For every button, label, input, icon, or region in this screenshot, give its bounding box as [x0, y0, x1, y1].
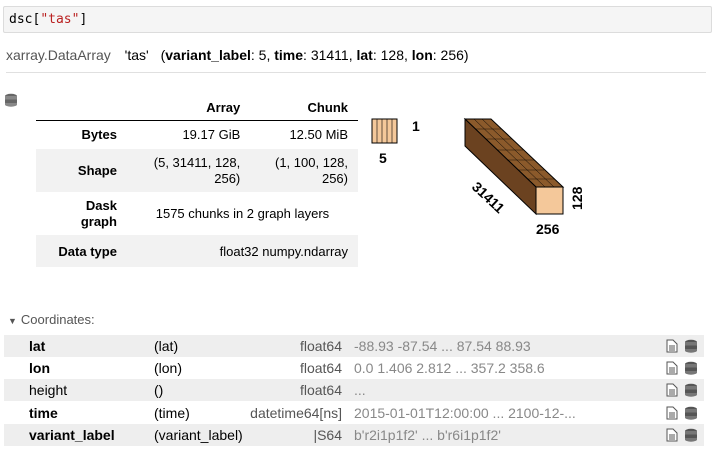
coordinate-dtype: float64: [299, 382, 342, 398]
database-icon[interactable]: [684, 383, 698, 397]
coordinates-toggle[interactable]: ▼Coordinates:: [8, 312, 95, 327]
database-icon[interactable]: [4, 93, 18, 107]
cell-chunk: 12.50 MiB: [289, 127, 348, 143]
file-text-icon[interactable]: [666, 383, 678, 397]
coordinate-dtype: float64: [299, 338, 342, 354]
database-icon[interactable]: [684, 428, 698, 442]
code-cell[interactable]: dsc["tas"]: [3, 6, 712, 33]
array-name: 'tas': [124, 47, 149, 63]
coordinate-dtype: |S64: [313, 427, 342, 443]
coordinate-name: lat: [29, 338, 46, 354]
code-input[interactable]: dsc["tas"]: [9, 12, 88, 27]
chunk-diagram: 1 5 31411 128 256: [371, 117, 585, 237]
big-label-diagonal: 31411: [469, 178, 508, 216]
coordinate-dims: (variant_label): [154, 427, 243, 443]
small-label-right: 1: [412, 118, 420, 134]
caret-down-icon: ▼: [8, 316, 17, 326]
coordinate-name: height: [29, 382, 68, 398]
file-text-icon[interactable]: [666, 361, 678, 375]
column-header-chunk: Chunk: [250, 95, 358, 121]
object-type: xarray.DataArray: [6, 47, 111, 63]
small-label-bottom: 5: [379, 150, 387, 166]
coordinate-row-lon: lon (lon) float64 0.0 1.406 2.812 ... 35…: [4, 357, 704, 379]
cell-array: 19.17 GiB: [182, 127, 241, 143]
cell-value: float32 numpy.ndarray: [219, 243, 348, 259]
row-label: Shape: [77, 163, 117, 178]
file-text-icon[interactable]: [666, 428, 678, 442]
dask-summary-table: Array Chunk Bytes 19.17 GiB 12.50 MiB Sh…: [36, 95, 358, 267]
coordinate-name: lon: [29, 360, 50, 376]
table-corner: [36, 95, 127, 121]
coordinate-dtype: datetime64[ns]: [250, 405, 342, 421]
table-row: Bytes 19.17 GiB 12.50 MiB: [36, 120, 358, 149]
coordinate-name: variant_label: [29, 427, 115, 443]
table-row: Shape (5, 31411, 128,256) (1, 100, 128,2…: [36, 149, 358, 192]
row-label: Data type: [58, 243, 117, 259]
coordinate-row-time: time (time) datetime64[ns] 2015-01-01T12…: [4, 402, 704, 424]
database-icon[interactable]: [684, 361, 698, 375]
big-label-right: 128: [569, 186, 585, 210]
coordinate-dims: (): [154, 382, 164, 398]
big-label-bottom: 256: [536, 221, 560, 237]
coordinate-preview: ...: [354, 382, 366, 398]
file-text-icon[interactable]: [666, 339, 678, 353]
coordinate-preview: 2015-01-01T12:00:00 ... 2100-12-...: [354, 405, 576, 421]
coordinate-row-lat: lat (lat) float64 -88.93 -87.54 ... 87.5…: [4, 335, 704, 357]
row-label: Bytes: [81, 127, 117, 143]
coordinate-row-variant-label: variant_label (variant_label) |S64 b'r2i…: [4, 424, 704, 446]
cell-chunk: (1, 100, 128,256): [275, 154, 348, 186]
dataarray-header: xarray.DataArray 'tas' (variant_label: 5…: [6, 47, 706, 73]
column-header-array: Array: [126, 95, 251, 121]
big-chunk-block: [463, 117, 565, 216]
coordinate-preview: 0.0 1.406 2.812 ... 357.2 358.6: [354, 360, 545, 376]
coordinate-dims: (lat): [154, 338, 179, 354]
coordinate-preview: -88.93 -87.54 ... 87.54 88.93: [354, 338, 531, 354]
small-chunk-rect: [371, 118, 398, 144]
coordinate-name: time: [29, 405, 58, 421]
coordinate-dims: (time): [154, 405, 190, 421]
coordinate-dtype: float64: [299, 360, 342, 376]
file-text-icon[interactable]: [666, 406, 678, 420]
cell-array: (5, 31411, 128,256): [153, 154, 241, 186]
dims-summary: (variant_label: 5, time: 31411, lat: 128…: [160, 47, 469, 63]
coordinate-preview: b'r2i1p1f2' ... b'r6i1p1f2': [354, 427, 501, 443]
coordinate-dims: (lon): [154, 360, 183, 376]
coordinate-row-height: height () float64 ...: [4, 379, 704, 401]
database-icon[interactable]: [684, 339, 698, 353]
table-row: Data type float32 numpy.ndarray: [36, 235, 358, 267]
cell-value: 1575 chunks in 2 graph layers: [155, 206, 330, 221]
database-icon[interactable]: [684, 406, 698, 420]
